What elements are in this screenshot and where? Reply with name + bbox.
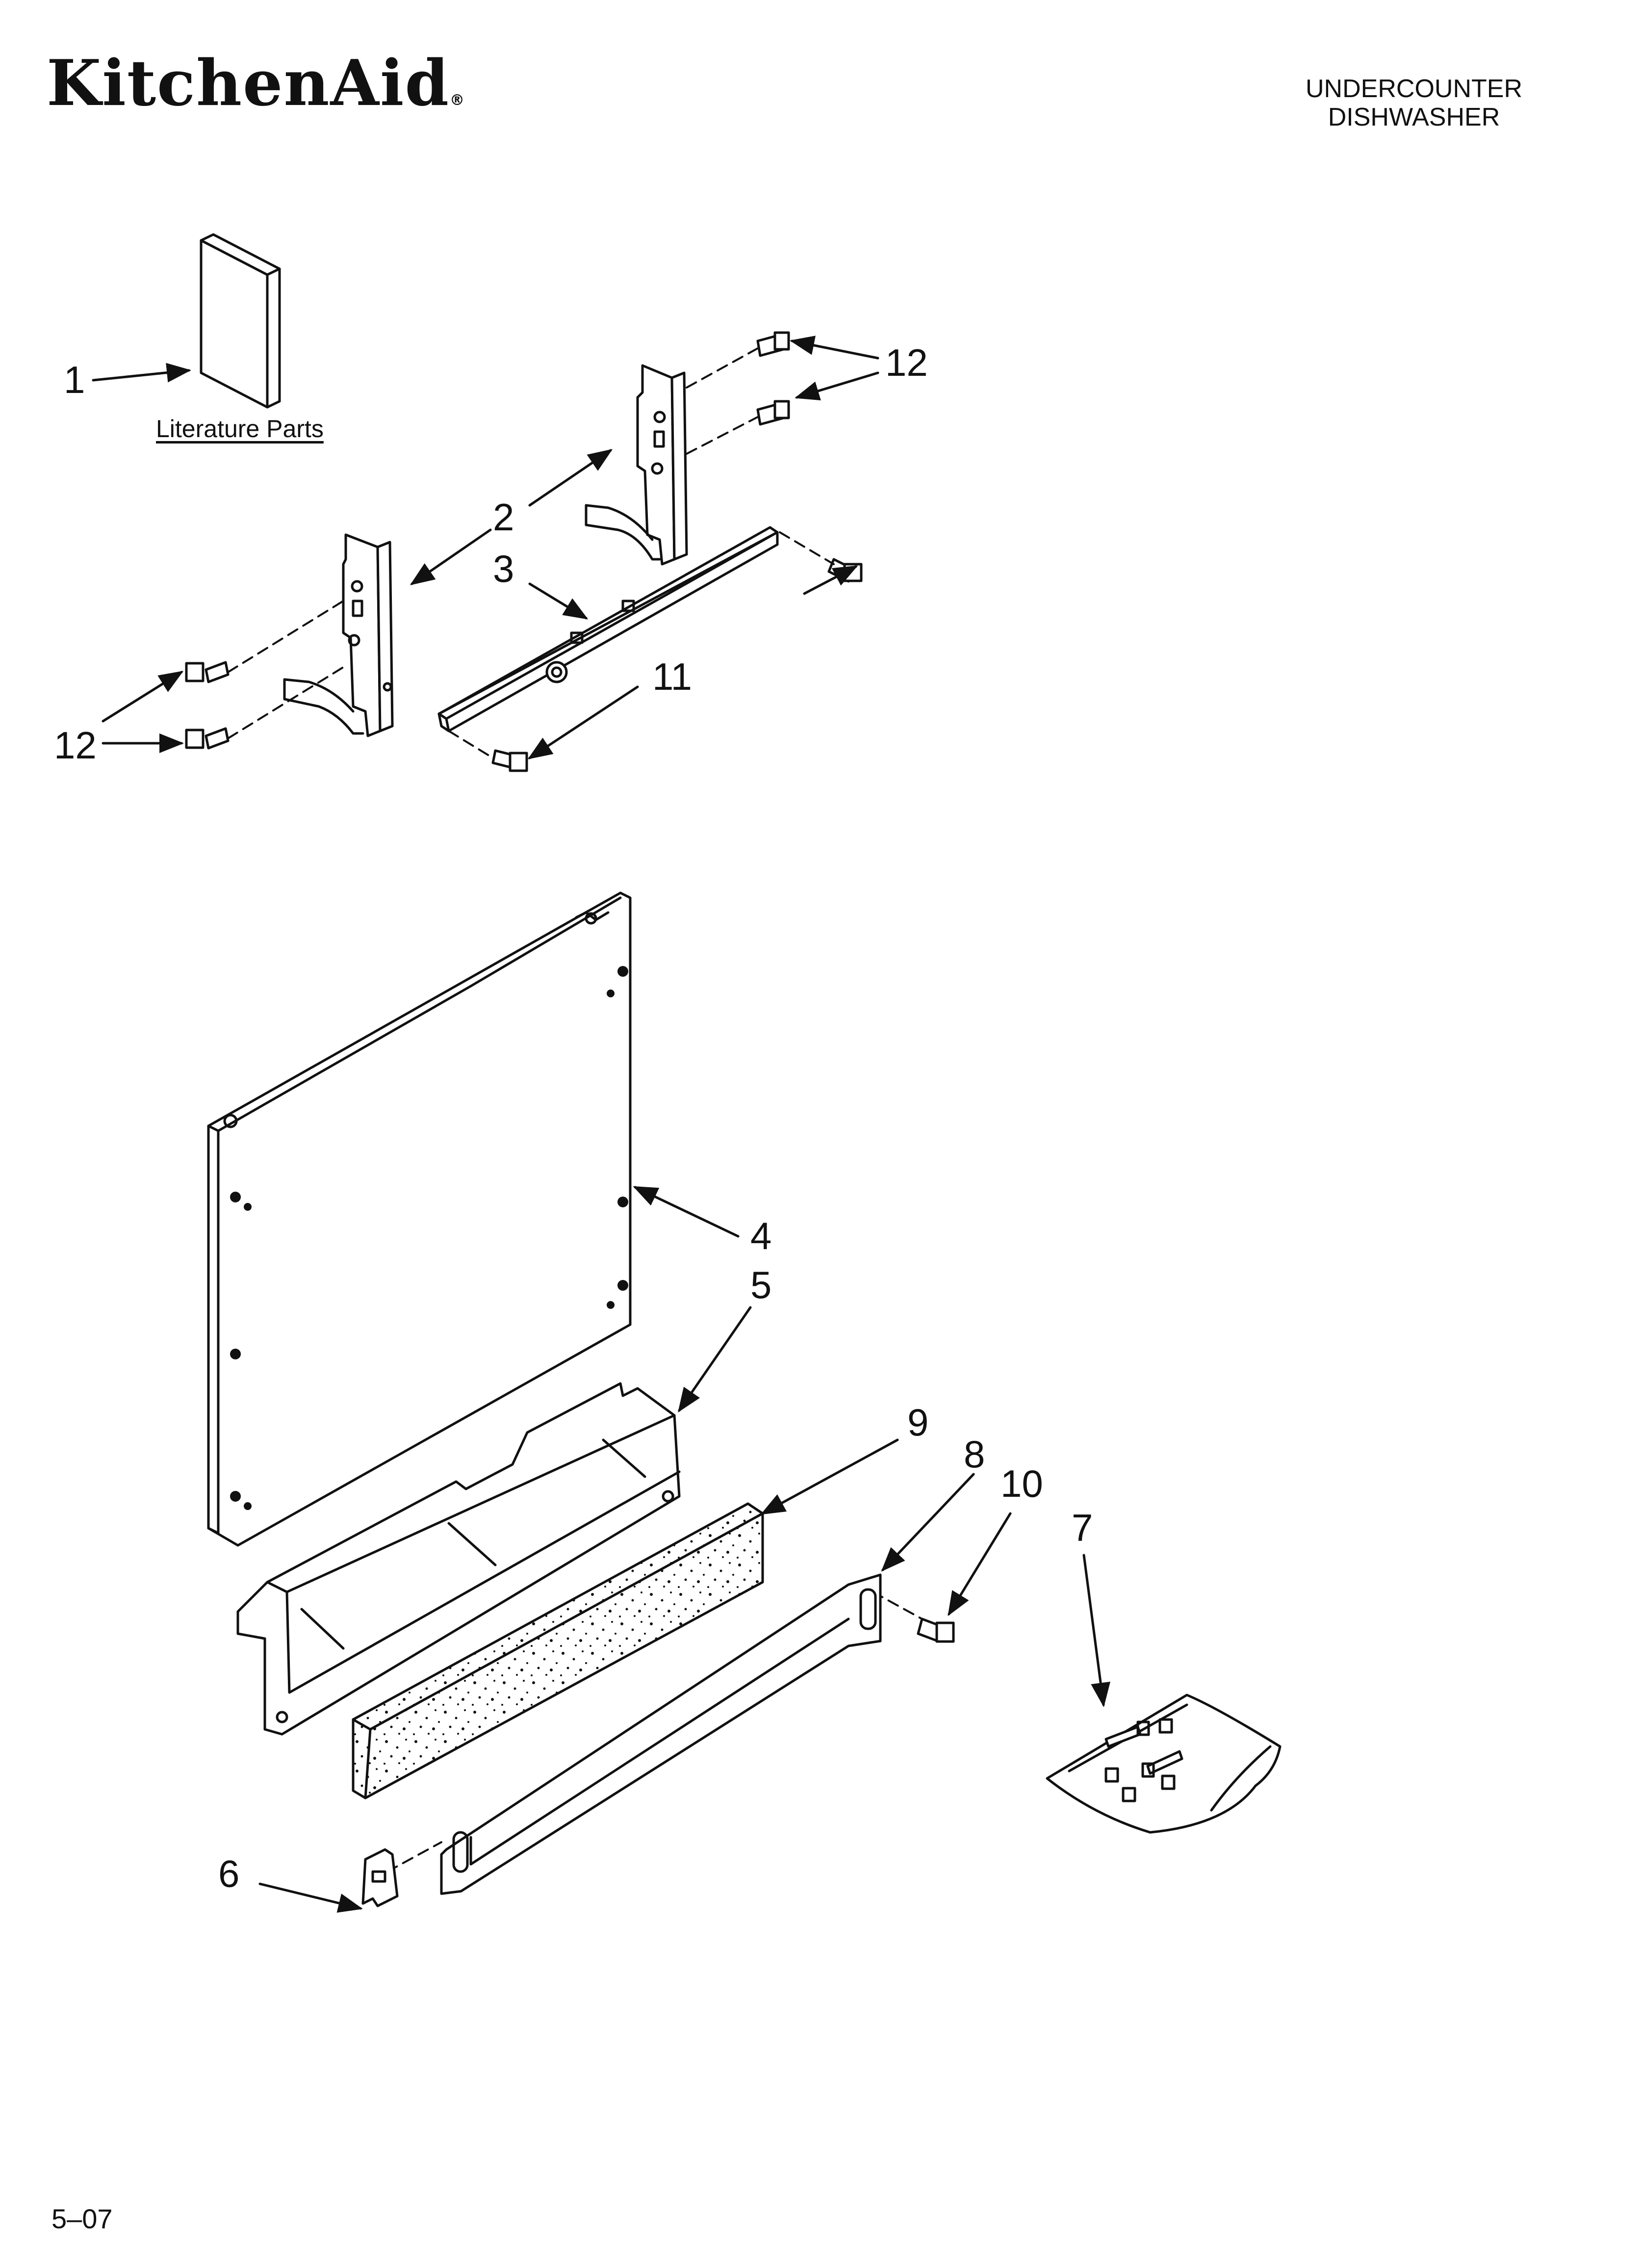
panel-holes	[230, 966, 628, 1510]
hardware-bag	[1046, 1694, 1282, 1834]
screw-upper-1	[756, 331, 790, 357]
support-rail	[437, 526, 779, 732]
callout-3: 3	[493, 547, 514, 590]
callout-4: 4	[750, 1214, 772, 1257]
callout-6: 6	[218, 1852, 240, 1895]
model-title: UNDERCOUNTER DISHWASHER	[1242, 75, 1586, 131]
callout-7: 7	[1072, 1506, 1093, 1549]
literature-parts-label: Literature Parts	[156, 415, 324, 443]
callout-5: 5	[750, 1263, 772, 1306]
screw-left-1	[185, 661, 230, 683]
screw-rail-left	[491, 749, 528, 772]
insulation-foam	[352, 1502, 764, 1799]
registered-mark: ®	[449, 92, 465, 109]
callout-11: 11	[652, 655, 692, 698]
page-code: 5–07	[51, 2203, 113, 2234]
toe-kick-plate	[440, 1573, 882, 1895]
mounting-bracket-upper	[585, 364, 688, 566]
brand-name: KitchenAid	[47, 47, 450, 120]
callout-12-left: 12	[54, 724, 97, 767]
screw-upper-2	[756, 400, 790, 426]
callout-12-upper: 12	[885, 341, 928, 384]
toe-kick-screw	[917, 1617, 955, 1643]
model-line-1: UNDERCOUNTER	[1306, 75, 1522, 103]
callout-8: 8	[964, 1433, 985, 1476]
callout-1: 1	[64, 358, 85, 401]
screw-left-2	[185, 727, 230, 750]
callout-10: 10	[1001, 1462, 1043, 1505]
literature-booklet	[200, 233, 281, 409]
access-panel	[207, 891, 632, 1547]
model-line-2: DISHWASHER	[1328, 103, 1500, 131]
callout-2: 2	[493, 495, 514, 539]
toe-panel-bracket	[236, 1382, 681, 1736]
brand-logo: KitchenAid®	[47, 47, 465, 120]
mounting-bracket-left	[283, 533, 394, 737]
panel-clip	[361, 1848, 399, 1907]
callout-9: 9	[907, 1401, 929, 1444]
